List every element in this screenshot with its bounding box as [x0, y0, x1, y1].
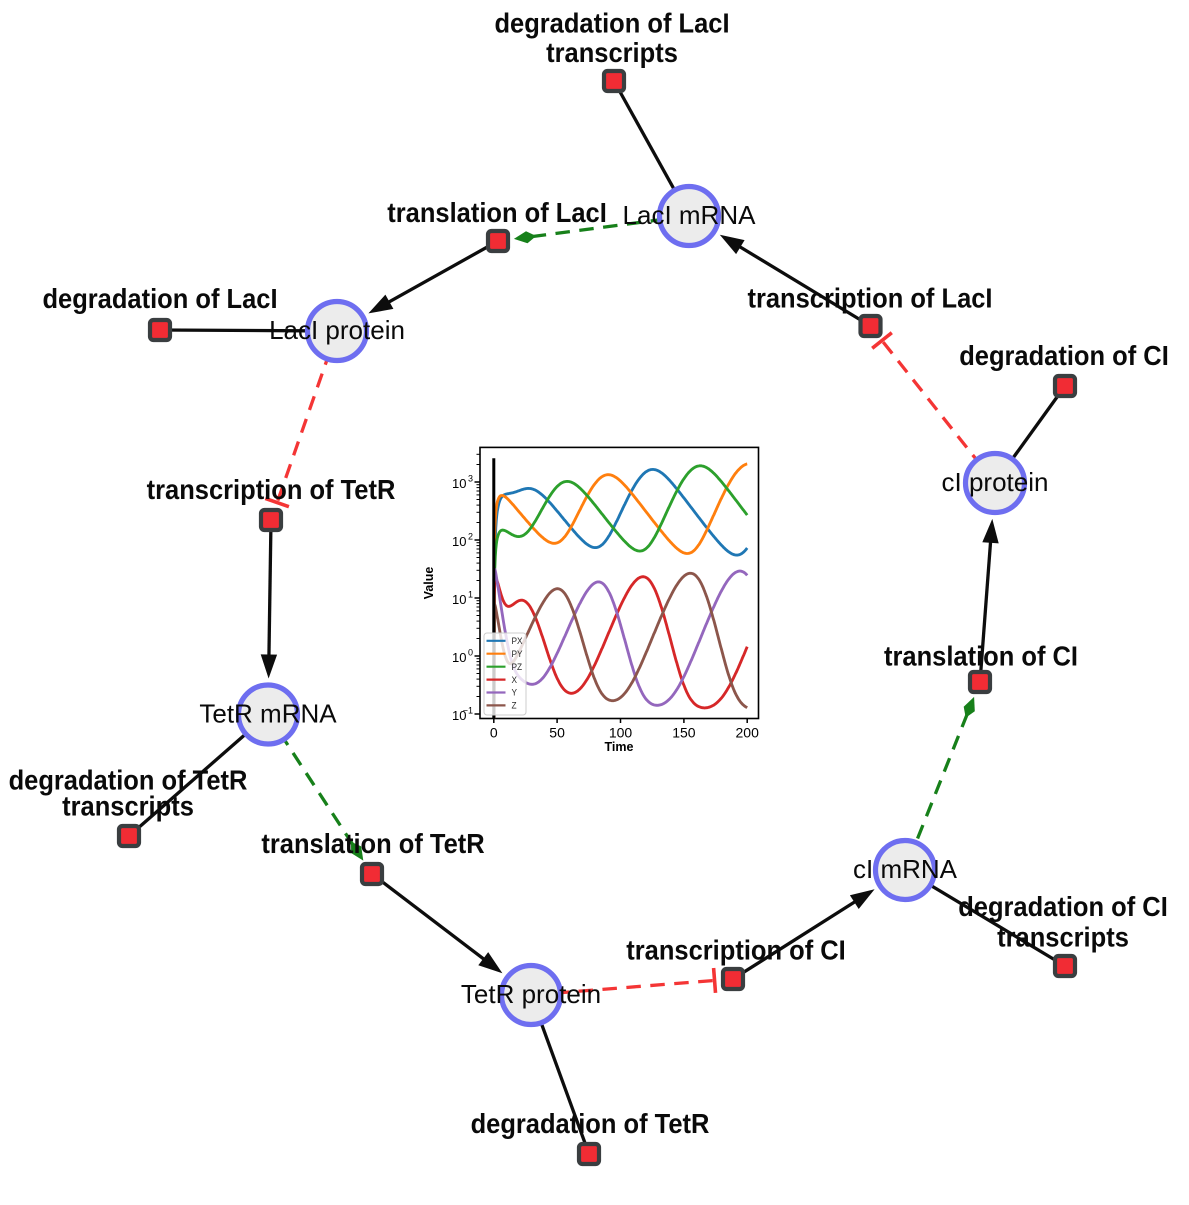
svg-text:100: 100 — [609, 725, 633, 741]
svg-text:LacI mRNA: LacI mRNA — [623, 200, 757, 230]
svg-text:degradation of CI: degradation of CI — [958, 891, 1168, 922]
svg-text:Z: Z — [512, 700, 518, 711]
svg-text:10: 10 — [452, 650, 466, 665]
svg-text:transcription of TetR: transcription of TetR — [147, 474, 396, 505]
svg-text:transcripts: transcripts — [62, 790, 194, 821]
svg-text:degradation of CI: degradation of CI — [959, 340, 1169, 371]
svg-text:200: 200 — [736, 725, 760, 741]
svg-text:LacI protein: LacI protein — [269, 315, 405, 345]
svg-text:10: 10 — [452, 708, 466, 723]
svg-text:degradation of LacI: degradation of LacI — [494, 7, 729, 38]
svg-text:Value: Value — [422, 567, 436, 600]
svg-text:transcripts: transcripts — [546, 37, 678, 68]
svg-text:−1: −1 — [463, 706, 473, 716]
svg-text:degradation of TetR: degradation of TetR — [9, 764, 248, 795]
svg-text:degradation of LacI: degradation of LacI — [42, 283, 277, 314]
svg-text:10: 10 — [452, 592, 466, 607]
svg-text:X: X — [512, 674, 518, 685]
svg-text:cI mRNA: cI mRNA — [853, 854, 958, 884]
svg-text:TetR protein: TetR protein — [461, 979, 601, 1009]
svg-text:Y: Y — [512, 687, 518, 698]
svg-text:PX: PX — [512, 635, 523, 646]
svg-text:0: 0 — [490, 725, 498, 741]
svg-text:TetR mRNA: TetR mRNA — [199, 699, 337, 729]
svg-text:degradation of TetR: degradation of TetR — [471, 1108, 710, 1139]
svg-text:PZ: PZ — [512, 661, 523, 672]
svg-text:translation of LacI: translation of LacI — [387, 197, 607, 228]
svg-text:10: 10 — [452, 476, 466, 491]
svg-text:2: 2 — [468, 532, 473, 542]
svg-text:3: 3 — [468, 474, 473, 484]
svg-text:PY: PY — [512, 648, 523, 659]
svg-text:cI protein: cI protein — [942, 467, 1049, 497]
svg-text:50: 50 — [549, 725, 565, 741]
svg-text:150: 150 — [672, 725, 696, 741]
svg-text:transcription of LacI: transcription of LacI — [747, 282, 992, 313]
svg-text:0: 0 — [468, 648, 473, 658]
svg-text:transcription of CI: transcription of CI — [626, 935, 846, 966]
svg-text:10: 10 — [452, 534, 466, 549]
svg-text:1: 1 — [468, 590, 473, 600]
svg-text:translation of CI: translation of CI — [884, 640, 1078, 671]
svg-text:translation of TetR: translation of TetR — [261, 828, 484, 859]
svg-text:Time: Time — [605, 740, 634, 754]
svg-text:transcripts: transcripts — [997, 921, 1129, 952]
